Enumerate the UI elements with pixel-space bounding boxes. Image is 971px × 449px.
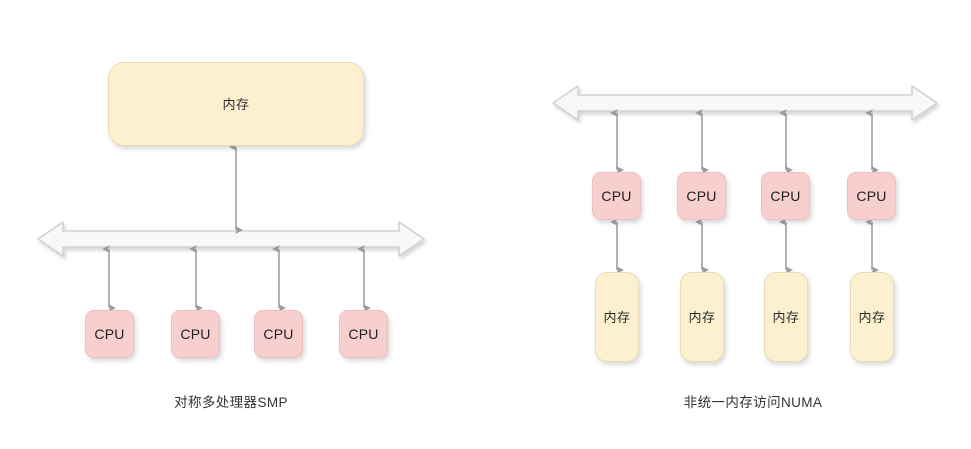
smp-cpu-box-4[interactable]: CPU — [339, 310, 388, 358]
numa-cpu-label-4: CPU — [856, 188, 887, 204]
numa-memory-label-4: 内存 — [858, 309, 886, 325]
numa-memory-label-3: 内存 — [772, 309, 800, 325]
smp-connectors — [102, 143, 371, 312]
smp-bus-arrow — [37, 221, 425, 257]
numa-memory-box-4[interactable]: 内存 — [850, 272, 894, 362]
numa-cpu-label-1: CPU — [601, 188, 632, 204]
numa-cpu-label-3: CPU — [770, 188, 801, 204]
smp-memory-label: 内存 — [222, 96, 250, 112]
smp-memory-box[interactable]: 内存 — [108, 62, 364, 146]
numa-cpu-label-2: CPU — [686, 188, 717, 204]
smp-cpu-label-3: CPU — [263, 326, 294, 342]
numa-memory-box-1[interactable]: 内存 — [595, 272, 639, 362]
smp-cpu-label-1: CPU — [94, 326, 125, 342]
numa-memory-box-3[interactable]: 内存 — [764, 272, 808, 362]
numa-bus-arrow — [552, 85, 938, 121]
numa-memory-box-2[interactable]: 内存 — [680, 272, 724, 362]
numa-connectors-top — [610, 109, 879, 174]
smp-cpu-label-4: CPU — [348, 326, 379, 342]
numa-memory-label-1: 内存 — [603, 309, 631, 325]
smp-cpu-box-1[interactable]: CPU — [85, 310, 134, 358]
numa-caption: 非统一内存访问NUMA — [683, 395, 823, 410]
numa-cpu-box-4[interactable]: CPU — [847, 172, 896, 220]
numa-cpu-box-1[interactable]: CPU — [592, 172, 641, 220]
smp-cpu-box-2[interactable]: CPU — [171, 310, 220, 358]
smp-cpu-label-2: CPU — [180, 326, 211, 342]
smp-cpu-box-3[interactable]: CPU — [254, 310, 303, 358]
numa-cpu-box-2[interactable]: CPU — [677, 172, 726, 220]
numa-cpu-box-3[interactable]: CPU — [761, 172, 810, 220]
numa-memory-label-2: 内存 — [688, 309, 716, 325]
smp-caption: 对称多处理器SMP — [174, 395, 288, 410]
numa-connectors-bottom — [610, 218, 879, 274]
